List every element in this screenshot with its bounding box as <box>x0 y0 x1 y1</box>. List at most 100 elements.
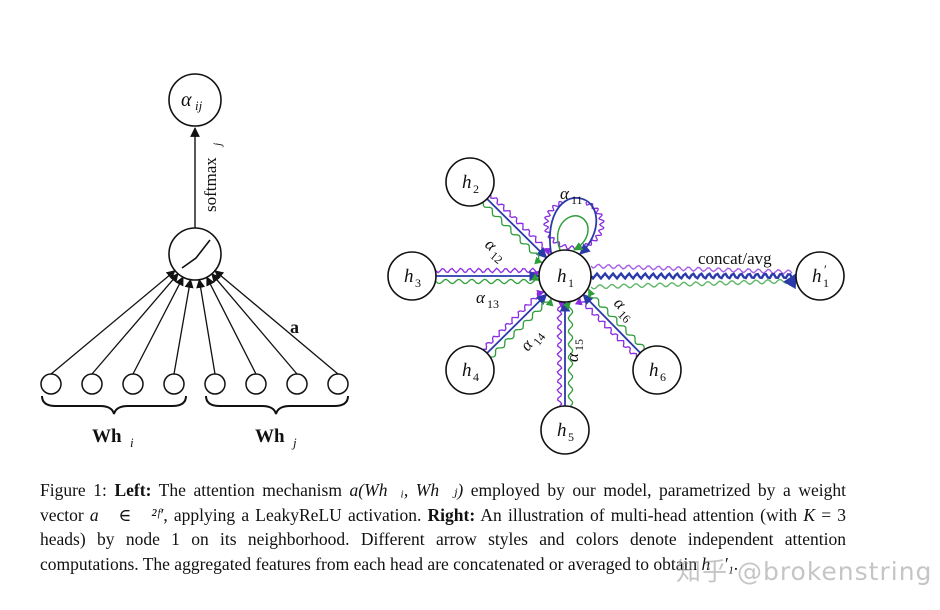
node-h4-sub: 4 <box>473 370 479 384</box>
edge-label-sub: 11 <box>571 193 583 207</box>
edge-head-purple <box>435 267 540 279</box>
node-h5-label: h⃗ <box>557 420 581 441</box>
alpha-node-label: α <box>181 89 192 111</box>
edge-label-alpha15: α⃗15 <box>563 339 586 362</box>
leakyrelu-icon <box>181 239 211 269</box>
caption-fig-num: Figure 1: <box>40 480 107 500</box>
right-multihead-diagram: h⃗1h⃗2h⃗3h⃗4h⃗5h⃗6h⃗1′ concat/avg α⃗11α⃗… <box>387 157 845 455</box>
self-loop <box>543 197 605 259</box>
node-h2: h⃗2 <box>445 157 495 207</box>
softmax-label: softmax <box>201 157 220 212</box>
input-arrow <box>206 276 257 375</box>
node-h1-circle <box>538 249 592 303</box>
edge-head-blue <box>582 293 641 354</box>
input-feature-node <box>286 373 308 395</box>
whj-label: Wh⃗ <box>255 426 299 447</box>
edge-head-blue <box>486 293 548 354</box>
brace-whj <box>205 395 349 415</box>
self-loop-purple <box>543 200 605 251</box>
watermark: 知乎 @brokenstring <box>676 557 933 586</box>
node-h3-label: h⃗ <box>404 266 428 287</box>
input-feature-node <box>81 373 103 395</box>
edge-head-purple <box>490 194 551 257</box>
input-feature-node <box>122 373 144 395</box>
node-h1-prime: h⃗1′ <box>795 251 845 301</box>
output-green <box>590 278 793 290</box>
node-h4-circle <box>445 345 495 395</box>
caption-left-head: Left: <box>114 480 152 500</box>
self-loop-green <box>557 215 589 251</box>
edge-head-green <box>562 301 574 407</box>
whj-sub: j <box>291 435 297 450</box>
input-feature-node <box>245 373 267 395</box>
node-h2-label: h⃗ <box>462 172 486 193</box>
edge-label-alpha16: α⃗16 <box>610 293 639 326</box>
input-arrow <box>211 273 298 375</box>
caption-right-head: Right: <box>427 504 476 525</box>
node-h1: h⃗1 <box>538 249 592 303</box>
input-arrow <box>132 276 184 375</box>
node-h1-sub: 1 <box>568 276 574 290</box>
graph-nodes: h⃗1h⃗2h⃗3h⃗4h⃗5h⃗6h⃗1′ <box>387 157 845 455</box>
input-arrow <box>50 270 176 375</box>
figure-canvas: α ij softmax j a⃗ Wh⃗ i Wh⃗ j h⃗1h⃗2h⃗3h… <box>40 73 845 455</box>
node-h1-prime-circle <box>795 251 845 301</box>
node-h1-prime-sup: ′ <box>824 262 827 277</box>
figure-caption: Figure 1: Left: The attention mechanism … <box>40 478 846 576</box>
node-h6-circle <box>632 345 682 395</box>
caption-math-2: a⃗ ∈ ℝ²ᶠ′ <box>89 504 164 525</box>
node-h3: h⃗3 <box>387 251 437 301</box>
node-h3-sub: 3 <box>415 276 421 290</box>
edge-label-sub: 15 <box>572 339 586 351</box>
caption-math-4: h⃗′₁ <box>701 553 734 574</box>
node-h5: h⃗5 <box>540 405 590 455</box>
output-concat-arrow <box>590 271 798 290</box>
attention-edges <box>435 194 645 407</box>
caption-text-4: An illustration of multi-head attention … <box>480 504 798 525</box>
node-h1-label: h⃗ <box>557 266 581 287</box>
input-feature-node <box>40 373 62 395</box>
node-h5-circle <box>540 405 590 455</box>
input-arrow <box>173 278 194 375</box>
input-arrow <box>196 278 216 375</box>
edge-head-purple <box>556 301 567 407</box>
edge-label-base: α⃗ <box>563 340 582 362</box>
caption-math-3: K <box>803 504 815 525</box>
node-h5-sub: 5 <box>568 430 574 444</box>
caption-text-6: . <box>733 553 739 574</box>
node-h6-sub: 6 <box>660 370 666 384</box>
input-feature-node <box>327 373 349 395</box>
input-arrows <box>50 270 339 375</box>
node-h3-circle <box>387 251 437 301</box>
caption-text-3: , applying a LeakyReLU activation. <box>163 504 422 525</box>
whi-label: Wh⃗ <box>92 426 136 447</box>
edge-head-green <box>588 288 645 350</box>
input-arrow <box>214 270 339 375</box>
edge-head-green <box>490 298 554 358</box>
edge-label-base: α⃗ <box>476 288 498 307</box>
edge-head-blue <box>486 198 548 259</box>
leakyrelu-node <box>168 227 222 281</box>
edge-label-alpha13: α⃗13 <box>476 288 499 311</box>
edge-head-purple <box>574 297 638 357</box>
output-arrows <box>590 263 798 290</box>
caption-text-5: = 3 heads) by node 1 on its neighborhood… <box>40 504 846 574</box>
softmax-sub: j <box>210 142 224 148</box>
concat-avg-label: concat/avg <box>698 249 772 268</box>
whi-sub: i <box>130 435 134 450</box>
node-h1-prime-label: h⃗ <box>812 266 836 287</box>
node-h6: h⃗6 <box>632 345 682 395</box>
self-loop-blue <box>549 197 598 259</box>
alpha-node <box>168 73 222 127</box>
a-vector-label: a⃗ <box>290 317 313 337</box>
edge-label-alpha12: α⃗12 <box>481 235 510 267</box>
left-attention-diagram: α ij softmax j a⃗ Wh⃗ i Wh⃗ j <box>40 73 349 450</box>
caption-text-2: employed by our model, parametrized by a… <box>40 480 846 525</box>
edge-head-purple <box>483 289 545 350</box>
edge-head-green <box>435 273 540 285</box>
caption-text-1: The attention mechanism <box>158 480 342 500</box>
caption-math-1: a(Wh⃗ᵢ, Wh⃗ⱼ) <box>349 480 464 500</box>
alpha-node-sub: ij <box>195 98 203 113</box>
input-feature-node <box>163 373 185 395</box>
edge-label-alpha11: α⃗11 <box>560 184 583 207</box>
